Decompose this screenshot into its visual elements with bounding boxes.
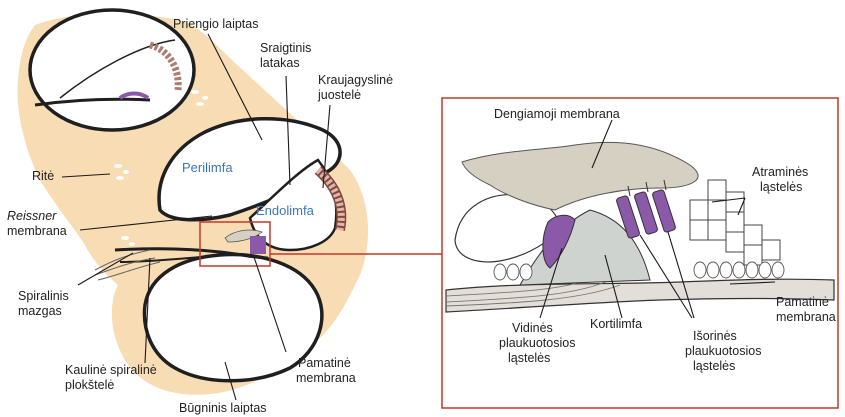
label-kraujagysline-2: juostelė	[317, 88, 361, 102]
label-perilimfa: Perilimfa	[182, 160, 233, 175]
cochlea-cross-section	[17, 10, 368, 395]
label-kauline-2: plokštelė	[65, 378, 114, 392]
label-dengiamoji: Dengiamoji membrana	[494, 107, 620, 121]
label-kraujagysline-1: Kraujagyslinė	[318, 73, 393, 87]
organ-of-corti-zoom	[442, 98, 838, 408]
label-pamatine-right-1: Pamatinė	[776, 295, 829, 309]
label-priengio-laiptas: Priengio laiptas	[173, 17, 258, 31]
label-atramines-1: Atraminės	[752, 165, 808, 179]
label-reissner-1: Reissner	[7, 209, 57, 223]
label-spiralinis-2: mazgas	[18, 304, 62, 318]
scala-tympani	[144, 255, 321, 381]
label-pamatine-right-2: membrana	[776, 310, 836, 324]
label-sraigtinis-1: Sraigtinis	[260, 41, 311, 55]
apical-turn	[30, 10, 194, 130]
label-bugninis: Būgninis laiptas	[179, 401, 267, 415]
label-pamatine-left-2: membrana	[296, 371, 356, 385]
label-kortilimfa: Kortilimfa	[590, 317, 642, 331]
label-spiralinis-1: Spiralinis	[18, 289, 69, 303]
label-isorines-3: ląstelės	[693, 359, 735, 373]
label-isorines-1: Išorinės	[693, 329, 737, 343]
label-rite: Ritė	[32, 169, 54, 183]
label-kauline-1: Kaulinė spiralinė	[65, 363, 157, 377]
label-atramines-2: ląstelės	[760, 180, 802, 194]
label-sraigtinis-2: latakas	[260, 56, 300, 70]
label-endolimfa: Endolimfa	[256, 203, 315, 218]
label-pamatine-left-1: Pamatinė	[298, 356, 351, 370]
label-vidines-1: Vidinės	[512, 321, 553, 335]
label-vidines-2: plaukuotosios	[499, 336, 575, 350]
label-isorines-2: plaukuotosios	[685, 344, 761, 358]
label-vidines-3: ląstelės	[508, 351, 550, 365]
label-reissner-2: membrana	[7, 224, 67, 238]
hair-cells-small	[250, 236, 266, 254]
